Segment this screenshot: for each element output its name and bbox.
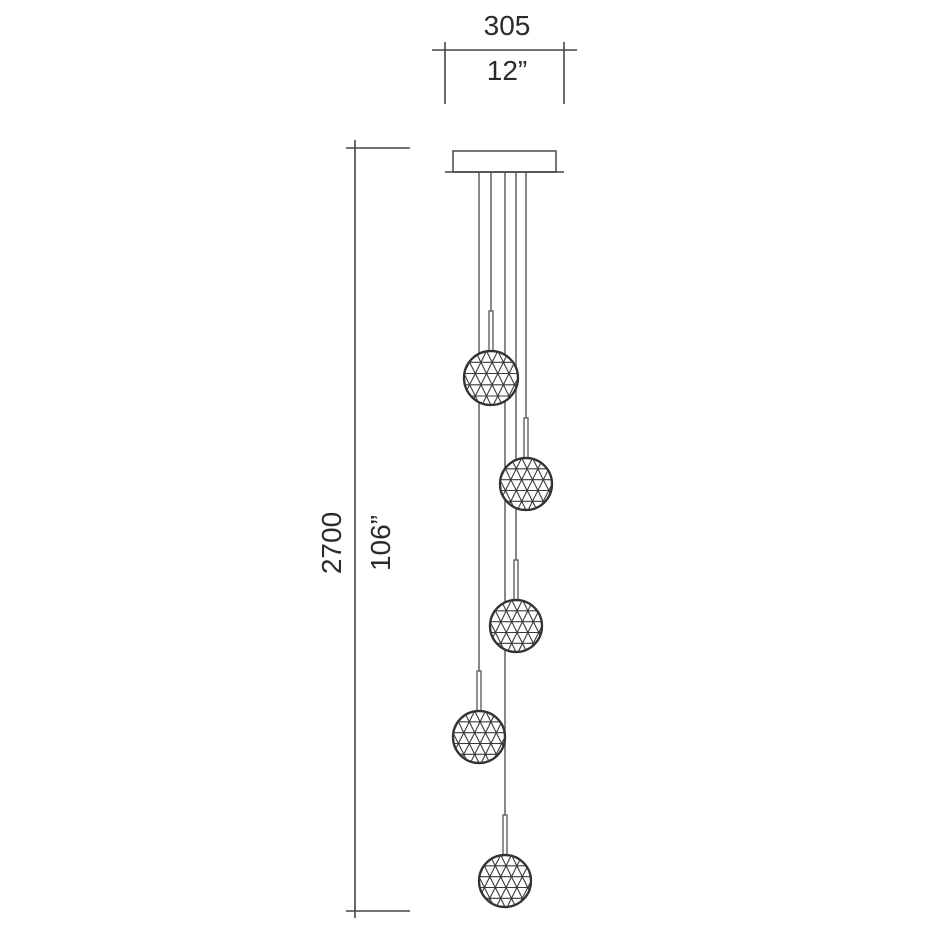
pendant-2 (498, 417, 554, 512)
globe-rim (488, 598, 544, 654)
pendant-stem (488, 310, 494, 352)
globe-rim (477, 853, 533, 909)
globe-rim (462, 349, 520, 407)
width-in-label: 12” (487, 55, 527, 86)
pendant-3 (488, 559, 544, 654)
globe-rim (498, 456, 554, 512)
height-mm-label: 2700 (316, 512, 347, 574)
globe-rim (451, 709, 507, 765)
pendant-5 (477, 814, 533, 909)
pendant-1 (462, 310, 520, 407)
height-dimension: 2700 106” (316, 140, 410, 918)
pendant-stem (523, 417, 529, 459)
pendant-globes (451, 310, 554, 909)
ceiling-canopy (445, 150, 564, 173)
pendant-stem (513, 559, 519, 601)
height-in-label: 106” (365, 515, 396, 571)
width-mm-label: 305 (484, 10, 531, 41)
pendant-stem (502, 814, 508, 856)
pendant-stem (476, 670, 482, 712)
canopy-body (452, 150, 557, 173)
width-dimension: 305 12” (432, 10, 577, 104)
pendant-4 (451, 670, 507, 765)
